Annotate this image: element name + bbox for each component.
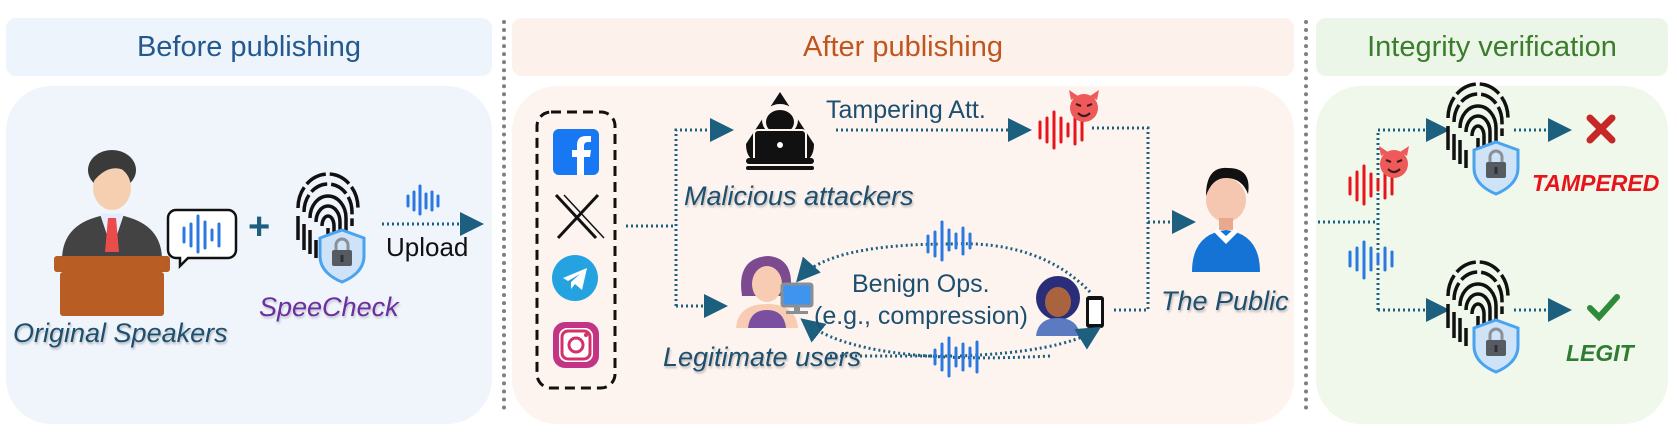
before-header: Before publishing <box>6 18 492 76</box>
x-icon <box>554 193 605 240</box>
after-title: After publishing <box>803 30 1003 63</box>
instagram-icon <box>553 322 599 368</box>
platforms-box <box>535 110 617 390</box>
shield-lock-icon <box>318 228 366 284</box>
audio-wave-icon <box>406 184 440 216</box>
devil-icon <box>1067 88 1101 124</box>
legit-user-icon <box>736 256 814 328</box>
public-person-icon <box>1192 167 1260 272</box>
tampering-attack-label: Tampering Att. <box>826 96 986 124</box>
tampered-label: TAMPERED <box>1532 170 1660 196</box>
speecheck-label: SpeeCheck <box>259 292 399 322</box>
speaker-icon <box>54 150 170 316</box>
accept-check-icon <box>1587 294 1620 322</box>
tampered-wave-input-icon <box>1348 164 1394 206</box>
malicious-attackers-label: Malicious attackers <box>684 181 914 211</box>
reject-x-icon <box>1586 114 1616 144</box>
benign-ops-label: Benign Ops. <box>852 270 990 298</box>
hacker-icon <box>746 92 814 170</box>
the-public-label: The Public <box>1161 286 1289 316</box>
section-divider <box>1304 20 1308 410</box>
verify-header: Integrity verification <box>1316 18 1668 76</box>
verify-title: Integrity verification <box>1367 30 1617 63</box>
telegram-icon <box>552 255 598 301</box>
benign-wave-bottom-icon <box>933 336 979 378</box>
platform-branch-arrows <box>626 118 734 318</box>
benign-wave-top-icon <box>926 220 972 262</box>
benign-ops-arrows <box>796 242 1102 360</box>
verify-branch-arrows <box>1318 118 1572 322</box>
clean-wave-input-icon <box>1348 240 1394 280</box>
speech-bubble-icon <box>166 208 238 270</box>
devil-icon <box>1377 144 1411 180</box>
benign-ops-example-label: (e.g., compression) <box>814 302 1028 330</box>
plus-sign: + <box>248 206 271 248</box>
after-header: After publishing <box>512 18 1294 76</box>
after-panel <box>512 86 1294 424</box>
receiver-user-icon <box>1036 276 1104 336</box>
facebook-icon <box>553 129 599 175</box>
legit-label: LEGIT <box>1566 340 1634 366</box>
before-title: Before publishing <box>136 30 362 63</box>
tampered-wave-icon <box>1038 110 1084 150</box>
upload-label: Upload <box>386 232 469 262</box>
original-speakers-label: Original Speakers <box>13 318 228 348</box>
shield-lock-icon <box>1472 140 1520 196</box>
to-public-arrows <box>1092 126 1196 312</box>
legitimate-users-label: Legitimate users <box>663 342 862 372</box>
section-divider <box>502 20 506 410</box>
shield-lock-icon <box>1472 318 1520 374</box>
